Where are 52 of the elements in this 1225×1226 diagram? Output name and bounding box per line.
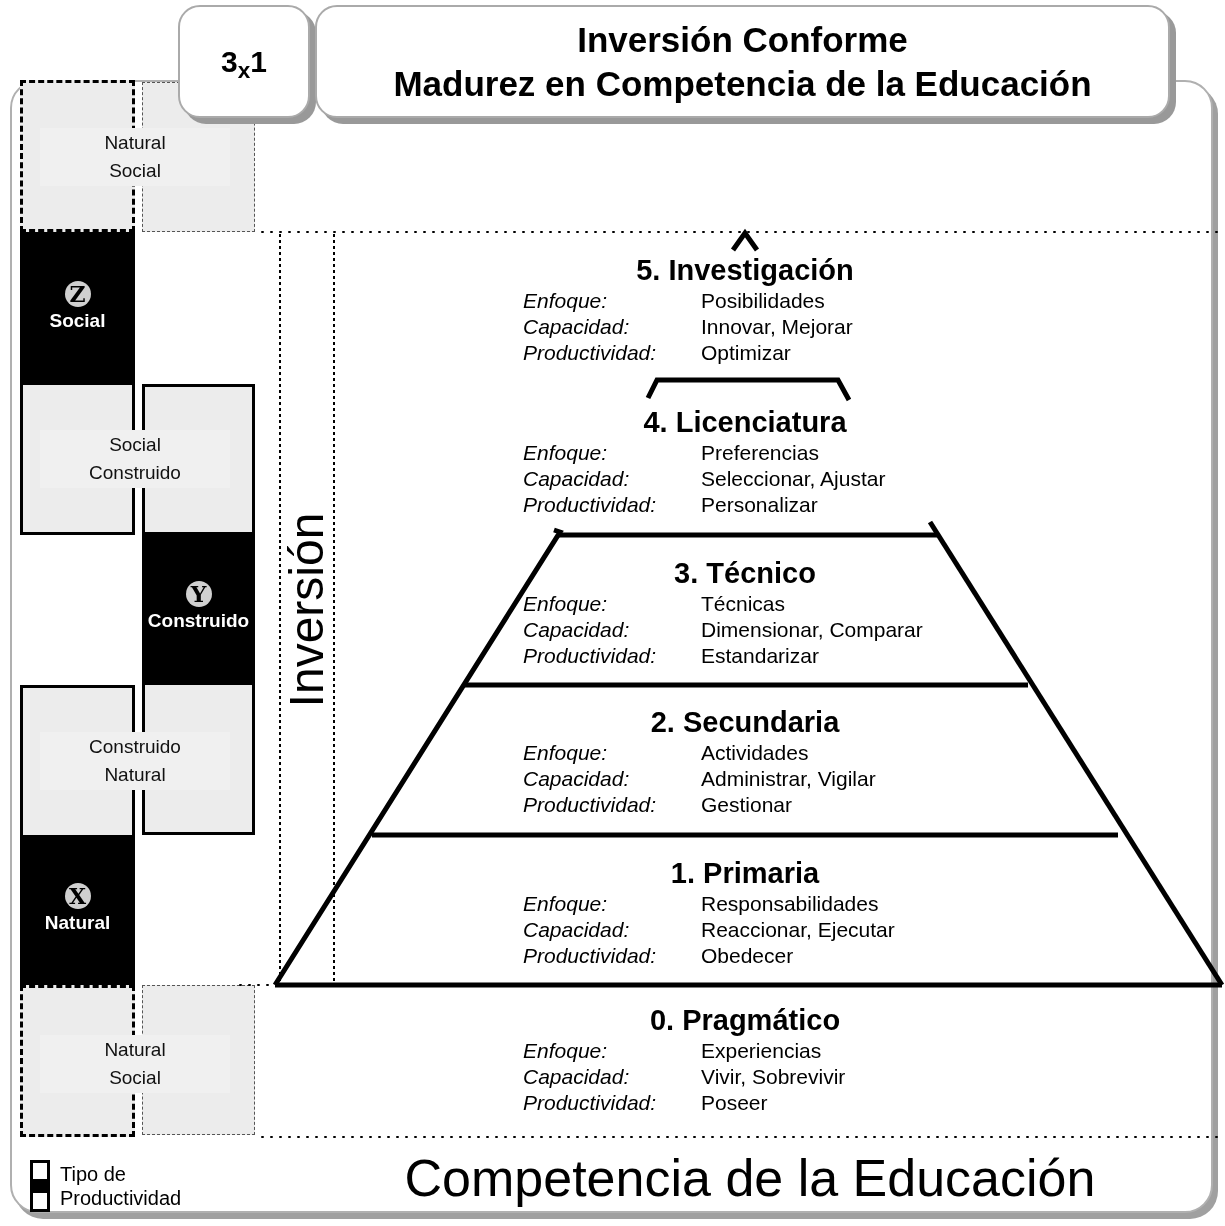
field-label: Capacidad:	[523, 617, 631, 643]
field-value: Administrar, Vigilar	[701, 766, 877, 792]
field-value: Optimizar	[701, 340, 792, 366]
level-heading: 4. Licenciatura	[643, 405, 847, 440]
field-label: Capacidad:	[523, 466, 631, 492]
field-value: Posibilidades	[701, 288, 826, 314]
productivity-block: Z Social	[20, 232, 135, 385]
category-label: Construido Natural	[40, 732, 230, 790]
field-label: Productividad:	[523, 643, 658, 669]
field-label: Enfoque:	[523, 1038, 609, 1064]
field-value: Experiencias	[701, 1038, 823, 1064]
level-heading: 3. Técnico	[674, 556, 816, 591]
field-value: Obedecer	[701, 943, 795, 969]
field-label: Capacidad:	[523, 917, 631, 943]
field-label: Enfoque:	[523, 288, 609, 314]
field-value: Dimensionar, Comparar	[701, 617, 924, 643]
level-heading: 0. Pragmático	[649, 1003, 841, 1038]
field-label: Productividad:	[523, 340, 658, 366]
field-label: Enfoque:	[523, 440, 609, 466]
productivity-block: Y Construido	[142, 532, 255, 685]
field-value: Preferencias	[701, 440, 820, 466]
field-value: Estandarizar	[701, 643, 820, 669]
category-label: Natural Social	[40, 128, 230, 186]
field-value: Personalizar	[701, 492, 819, 518]
field-label: Capacidad:	[523, 766, 631, 792]
field-value: Actividades	[701, 740, 810, 766]
category-label: Social Construido	[40, 430, 230, 488]
level-heading: 5. Investigación	[636, 253, 854, 288]
field-label: Productividad:	[523, 792, 658, 818]
level-heading: 1. Primaria	[670, 856, 820, 891]
field-value: Técnicas	[701, 591, 787, 617]
field-label: Productividad:	[523, 1090, 658, 1116]
field-label: Productividad:	[523, 943, 658, 969]
field-value: Vivir, Sobrevivir	[701, 1064, 847, 1090]
field-value: Seleccionar, Ajustar	[701, 466, 887, 492]
axis-label: Inversión	[283, 512, 331, 708]
legend-text: Tipo de Productividad	[60, 1162, 183, 1210]
field-label: Productividad:	[523, 492, 658, 518]
field-value: Poseer	[701, 1090, 769, 1116]
field-label: Enfoque:	[523, 740, 609, 766]
field-value: Innovar, Mejorar	[701, 314, 854, 340]
field-label: Enfoque:	[523, 891, 609, 917]
field-label: Capacidad:	[523, 314, 631, 340]
productivity-block: X Natural	[20, 835, 135, 985]
field-value: Responsabilidades	[701, 891, 880, 917]
category-label: Natural Social	[40, 1035, 230, 1093]
field-value: Gestionar	[701, 792, 794, 818]
axis-label: Competencia de la Educación	[403, 1148, 1097, 1208]
level-heading: 2. Secundaria	[650, 705, 840, 740]
field-value: Reaccionar, Ejecutar	[701, 917, 896, 943]
field-label: Capacidad:	[523, 1064, 631, 1090]
field-label: Enfoque:	[523, 591, 609, 617]
